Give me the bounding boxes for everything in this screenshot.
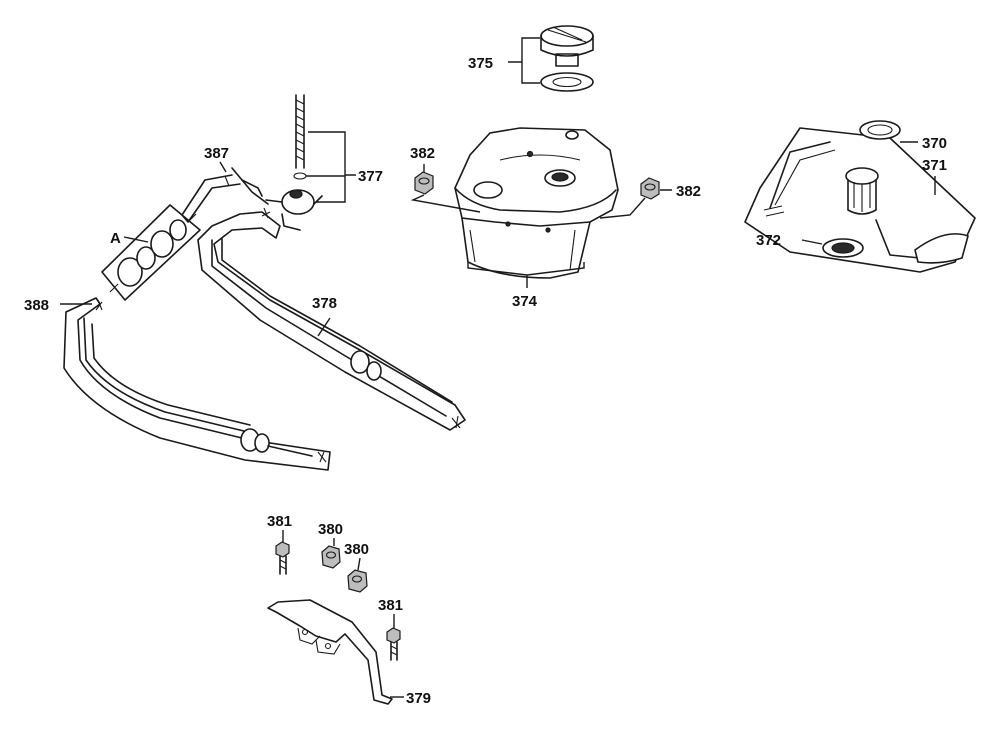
hose-378 (197, 207, 466, 431)
leader-372 (801, 239, 823, 245)
callout-380-b: 380 (344, 541, 369, 558)
callout-372: 372 (756, 232, 781, 249)
leader-382-left (410, 164, 481, 213)
nut-380-a (321, 545, 341, 569)
callout-380-a: 380 (318, 521, 343, 538)
fuel-sender-assembly-371 (744, 120, 976, 273)
leader-377 (306, 131, 356, 203)
leader-382-right (599, 189, 672, 219)
callout-374: 374 (512, 293, 538, 310)
callout-382-left: 382 (410, 145, 435, 162)
callout-378: 378 (312, 295, 337, 312)
callout-375: 375 (468, 55, 493, 72)
callout-379: 379 (406, 690, 431, 707)
fuel-tank-374 (454, 127, 619, 279)
fuel-valve-377 (265, 94, 323, 231)
hose-387 (181, 167, 269, 223)
hose-388 (63, 297, 331, 471)
callout-371: 371 (922, 157, 947, 174)
fuel-filter-A (101, 204, 201, 301)
nut-380-b (347, 569, 368, 593)
leader-A (123, 236, 149, 243)
callout-382-right: 382 (676, 183, 701, 200)
leader-378 (317, 317, 331, 337)
callout-377: 377 (358, 168, 383, 185)
callout-387: 387 (204, 145, 229, 162)
leader-380-b (357, 557, 361, 571)
fuel-cap-375 (540, 25, 594, 92)
leader-387 (219, 161, 227, 173)
callout-370: 370 (922, 135, 947, 152)
bolt-381-top (275, 541, 290, 575)
callout-381-bottom: 381 (378, 597, 403, 614)
leader-374 (467, 262, 585, 288)
callout-A: A (110, 230, 121, 247)
bracket-379 (267, 599, 393, 705)
nut-382-left (414, 171, 434, 195)
bolt-381-bottom (386, 627, 401, 661)
callout-388: 388 (24, 297, 49, 314)
callout-381-top: 381 (267, 513, 292, 530)
leader-375 (508, 37, 540, 84)
nut-382-right (640, 177, 660, 200)
